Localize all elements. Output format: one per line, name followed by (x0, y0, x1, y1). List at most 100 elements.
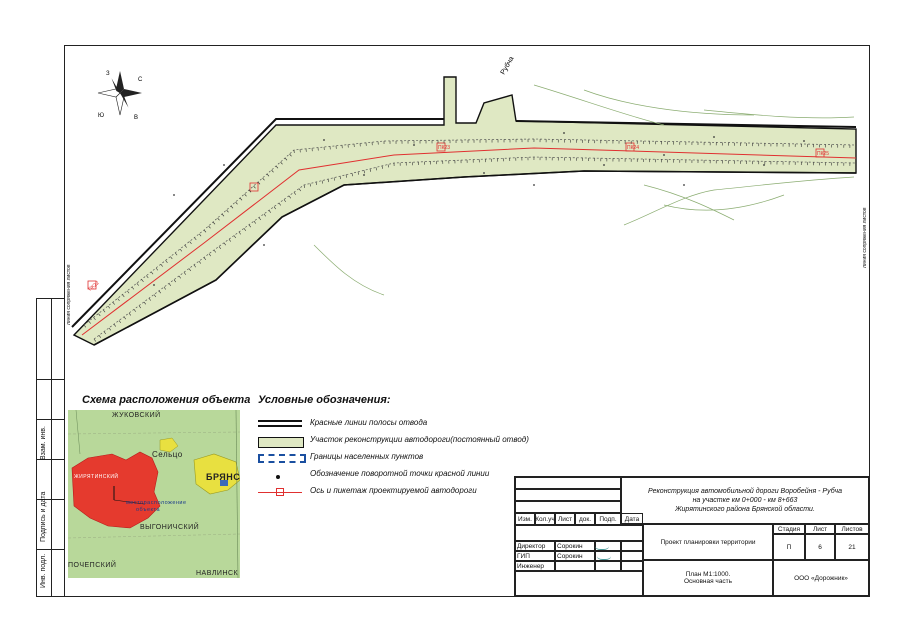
doc-name: Проект планировки территории (643, 524, 773, 560)
side-stamp-label-inv: Инв. подл. (40, 553, 47, 588)
area-selco (159, 437, 179, 453)
hatch-tick (155, 267, 159, 271)
label-navlinsky: НАВЛИНСК (196, 570, 239, 577)
hatch-tick (208, 225, 211, 229)
hatch-tick (357, 171, 360, 175)
hatch-tick (226, 209, 229, 213)
hatch-tick (280, 161, 283, 165)
hatch-tick (293, 192, 296, 195)
side-stamp (36, 298, 65, 597)
hatch-tick (153, 294, 157, 298)
district-zhiryatinsky (71, 451, 161, 529)
hatch-tick (93, 338, 97, 342)
label-selco: Сельцо (152, 450, 183, 459)
hatch-tick (243, 228, 246, 231)
hatch-tick (284, 157, 288, 161)
hatch-tick (238, 231, 241, 235)
hatch-tick (273, 206, 276, 210)
city-bryansk (193, 453, 240, 495)
scheme-title: Схема расположения объекта (82, 394, 251, 406)
contour-lines (313, 84, 855, 296)
hatch-tick (248, 224, 251, 228)
hatch-tick (208, 253, 212, 257)
hatch-tick (262, 177, 265, 181)
staff-role-gip: ГИП (515, 551, 555, 561)
title-block: Реконструкция автомобильной дороги Вороб… (514, 476, 870, 597)
hatch-tick (257, 181, 261, 185)
hatch-tick (178, 275, 182, 279)
label-object-location-1: месторасположение (126, 500, 187, 506)
hatch-tick (126, 290, 130, 294)
hatch-tick (128, 312, 132, 316)
road-axis (81, 147, 857, 336)
hatch-tick (266, 173, 270, 177)
svg-text:Ю: Ю (98, 113, 104, 119)
hatch-tick (170, 256, 173, 260)
sheet-label: Лист (805, 524, 835, 534)
stage-label: Стадия (773, 524, 805, 534)
hatch-tick (289, 153, 292, 157)
hatch-tick (163, 286, 167, 290)
staff-name-gip: Сорокин (555, 551, 595, 561)
hatch-tick (363, 170, 366, 174)
header-podp: Подп. (595, 513, 621, 525)
sheets-value: 21 (835, 534, 869, 560)
svg-text:В: В (134, 115, 138, 121)
hatch-tick (223, 242, 226, 246)
survey-point (413, 144, 415, 146)
location-scheme-map: ЖУКОВСКИЙ Сельцо БРЯНС ЖИРЯТИНСКИЙ место… (68, 410, 240, 578)
hatch-tick (174, 252, 178, 256)
road-allotment-area (72, 76, 857, 346)
side-stamp-label-sign: Подпись и дата (40, 491, 47, 542)
hatch-tick (184, 245, 187, 248)
hatch-tick (165, 260, 168, 263)
hatch-tick (131, 286, 135, 290)
hatch-tick (158, 290, 162, 294)
hatch-tick (160, 264, 163, 267)
label-object-location-2: объекта (136, 507, 161, 513)
hatch-tick (112, 302, 115, 305)
staff-name-director: Сорокин (555, 541, 595, 551)
label-zhukovsky: ЖУКОВСКИЙ (112, 412, 161, 419)
hatch-tick (235, 201, 238, 205)
survey-point (323, 139, 325, 141)
survey-point (223, 164, 225, 166)
hatch-tick (233, 235, 236, 239)
hatch-tick (212, 221, 216, 225)
hatch-tick (122, 294, 125, 298)
hatch-tick (339, 176, 342, 180)
hatch-tick (230, 205, 234, 209)
hatch-tick (381, 165, 384, 169)
hatch-tick (345, 174, 348, 178)
survey-point (763, 164, 765, 166)
hatch-tick (309, 183, 312, 187)
survey-point (263, 244, 265, 246)
hatch-tick (248, 189, 252, 193)
hatch-tick (213, 249, 216, 253)
hatch-tick (150, 271, 154, 275)
hatch-tick (146, 275, 149, 279)
hatch-tick (189, 241, 192, 244)
project-title: Реконструкция автомобильной дороги Вороб… (621, 477, 869, 524)
road-plan: ПК22 ПК23 ПК24 ПК25 З С Ю (71, 55, 857, 346)
hatch-tick (369, 168, 372, 172)
header-dok: док. (575, 513, 595, 525)
road-hatching (83, 138, 851, 342)
staff-role-director: Директор (515, 541, 555, 551)
hatch-tick (98, 313, 101, 317)
label-bryansk: БРЯНС (206, 472, 240, 482)
north-arrow-icon: З С Ю В (97, 71, 143, 121)
hatch-tick (107, 305, 111, 309)
header-data: Дата (621, 513, 643, 525)
header-kol-uch: Кол.уч (535, 513, 555, 525)
hatch-tick (387, 164, 390, 168)
hatch-tick (239, 197, 243, 201)
plan-name: План М1:1000. Основная часть (643, 560, 773, 596)
hatch-tick (221, 213, 225, 217)
survey-point (533, 184, 535, 186)
road-name-label: Рубча (499, 55, 516, 76)
sheet-join-note-left: линия сопряжения листов (66, 264, 72, 326)
svg-text:З: З (106, 71, 110, 77)
hatch-tick (136, 283, 139, 286)
header-list: Лист (555, 513, 575, 525)
